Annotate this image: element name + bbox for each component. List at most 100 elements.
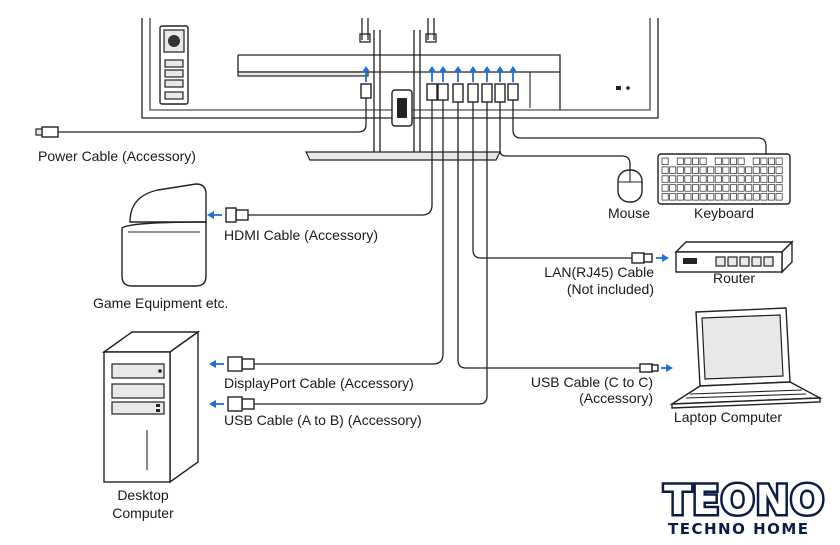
hdmi-plug [207, 207, 249, 223]
monitor-control-panel [159, 25, 189, 105]
keyboard-key [775, 175, 783, 183]
keyboard-key [699, 184, 707, 192]
keyboard-key [752, 193, 760, 201]
keyboard-key [737, 175, 745, 183]
keyboard-key [745, 175, 753, 183]
keyboard-key [692, 157, 699, 165]
keyboard-key [714, 175, 722, 183]
keyboard-key [722, 157, 730, 165]
keyboard-key [714, 193, 722, 201]
power-plug [35, 126, 59, 138]
keyboard-key [707, 166, 715, 174]
keyboard-key [722, 166, 730, 174]
keyboard-key [730, 184, 737, 192]
monitor-stand [305, 30, 501, 161]
laptop-icon [669, 307, 823, 409]
keyboard-key [760, 184, 768, 192]
keyboard-key [676, 184, 684, 192]
keyboard-key [737, 193, 745, 201]
keyboard-key [722, 184, 730, 192]
keyboard-key [669, 184, 677, 192]
displayport-cable-label: DisplayPort Cable (Accessory) [224, 375, 414, 391]
keyboard-key [684, 175, 692, 183]
keyboard-key [730, 193, 737, 201]
keyboard-key [684, 166, 692, 174]
keyboard-key [692, 184, 699, 192]
labels: Power Cable (Accessory) HDMI Cable (Acce… [38, 148, 782, 521]
keyboard-key [722, 193, 730, 201]
keyboard-key [730, 157, 737, 165]
keyboard-key [775, 166, 783, 174]
keyboard-key [730, 166, 737, 174]
keyboard-key [768, 157, 775, 165]
logo-sub-text: TECHNO HOME [668, 520, 810, 538]
keyboard-key [692, 193, 699, 201]
laptop-label: Laptop Computer [674, 409, 783, 425]
lan-plug [631, 252, 669, 264]
keyboard-key [661, 193, 669, 201]
keyboard-key [768, 193, 775, 201]
keyboard-key [661, 175, 669, 183]
usb-ab-cable-line [254, 102, 488, 405]
keyboard-key [699, 157, 707, 165]
keyboard-key [699, 166, 707, 174]
port-plugs [360, 83, 519, 103]
keyboard-key [745, 166, 753, 174]
keyboard-key [707, 175, 715, 183]
keyboard-key [661, 184, 669, 192]
mouse-icon [617, 169, 643, 203]
keyboard-key [760, 157, 768, 165]
keyboard-key [737, 157, 745, 165]
router-icon [674, 240, 794, 274]
desktop-label-line2: Computer [112, 505, 174, 521]
lan-cable-label-line2: (Not included) [567, 281, 654, 297]
keyboard-key [714, 166, 722, 174]
game-equipment-icon [121, 183, 207, 287]
keyboard-key [768, 184, 775, 192]
keyboard-key [699, 175, 707, 183]
monitor-io-bay [237, 54, 561, 110]
keyboard-key [676, 157, 684, 165]
keyboard-key [692, 175, 699, 183]
keyboard-key [676, 193, 684, 201]
keyboard-key [661, 166, 669, 174]
keyboard-key [684, 184, 692, 192]
keyboard-key [760, 166, 768, 174]
keyboard-key [661, 157, 669, 165]
mouse-label: Mouse [608, 205, 650, 221]
keyboard-key [714, 157, 722, 165]
monitor-rear [141, 18, 659, 161]
keyboard-key [692, 166, 699, 174]
keyboard-key [676, 175, 684, 183]
connectors [35, 126, 673, 412]
power-cable-label: Power Cable (Accessory) [38, 148, 196, 164]
keyboard-key [669, 175, 677, 183]
hdmi-cable-label: HDMI Cable (Accessory) [224, 227, 378, 243]
lan-cable-label-line1: LAN(RJ45) Cable [544, 264, 654, 280]
hdmi-cable-line [248, 100, 433, 216]
keyboard-key [745, 193, 753, 201]
keyboard-key [669, 193, 677, 201]
desktop-label-line1: Desktop [117, 487, 169, 503]
keyboard-key [775, 193, 783, 201]
keyboard-key [775, 184, 783, 192]
keyboard-key [752, 175, 760, 183]
game-equipment-label: Game Equipment etc. [93, 295, 228, 311]
keyboard-key [760, 175, 768, 183]
keyboard-key [722, 175, 730, 183]
mouse-cable-line [499, 102, 631, 172]
teono-logo: TEONO TECHNO HOME [662, 476, 827, 539]
keyboard-key [760, 193, 768, 201]
keyboard-label: Keyboard [694, 205, 754, 221]
cables [58, 98, 767, 405]
usb-cc-cable-label-line1: USB Cable (C to C) [531, 374, 653, 390]
keyboard-key [752, 157, 760, 165]
usb-cc-cable-label-line2: (Accessory) [579, 390, 653, 406]
keyboard-key [684, 193, 692, 201]
keyboard-key [714, 184, 722, 192]
keyboard-key [737, 166, 745, 174]
logo-main-text: TEONO [664, 478, 825, 524]
lan-cable-line [472, 102, 632, 259]
keyboard-key [699, 193, 707, 201]
port-arrows [362, 66, 517, 82]
